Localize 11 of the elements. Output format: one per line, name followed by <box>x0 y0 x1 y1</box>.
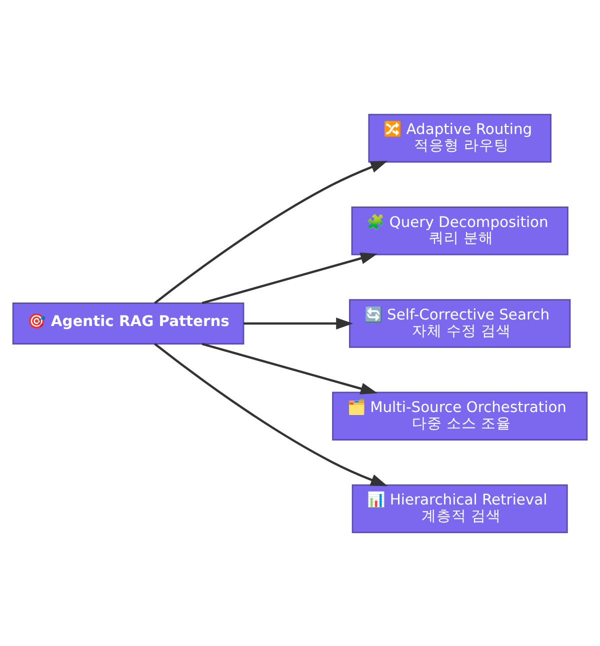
node-box: 🗂 Multi-Source Orchestration 다중 소스 조율 <box>332 391 588 440</box>
node-box: 🔄 Self-Corrective Search 자체 수정 검색 <box>349 298 571 348</box>
arrow <box>202 342 378 394</box>
node-box: 📊 Hierarchical Retrieval 계층적 검색 <box>352 484 568 533</box>
node-box: 🔀 Adaptive Routing 적응형 라우팅 <box>368 113 552 162</box>
arrow <box>154 342 388 486</box>
arrow <box>244 317 354 329</box>
arrow <box>154 160 388 304</box>
arrow <box>202 252 378 304</box>
node-box: 🎯 Agentic RAG Patterns <box>12 302 244 344</box>
node-box: 🧩 Query Decomposition 쿼리 분해 <box>351 206 568 255</box>
